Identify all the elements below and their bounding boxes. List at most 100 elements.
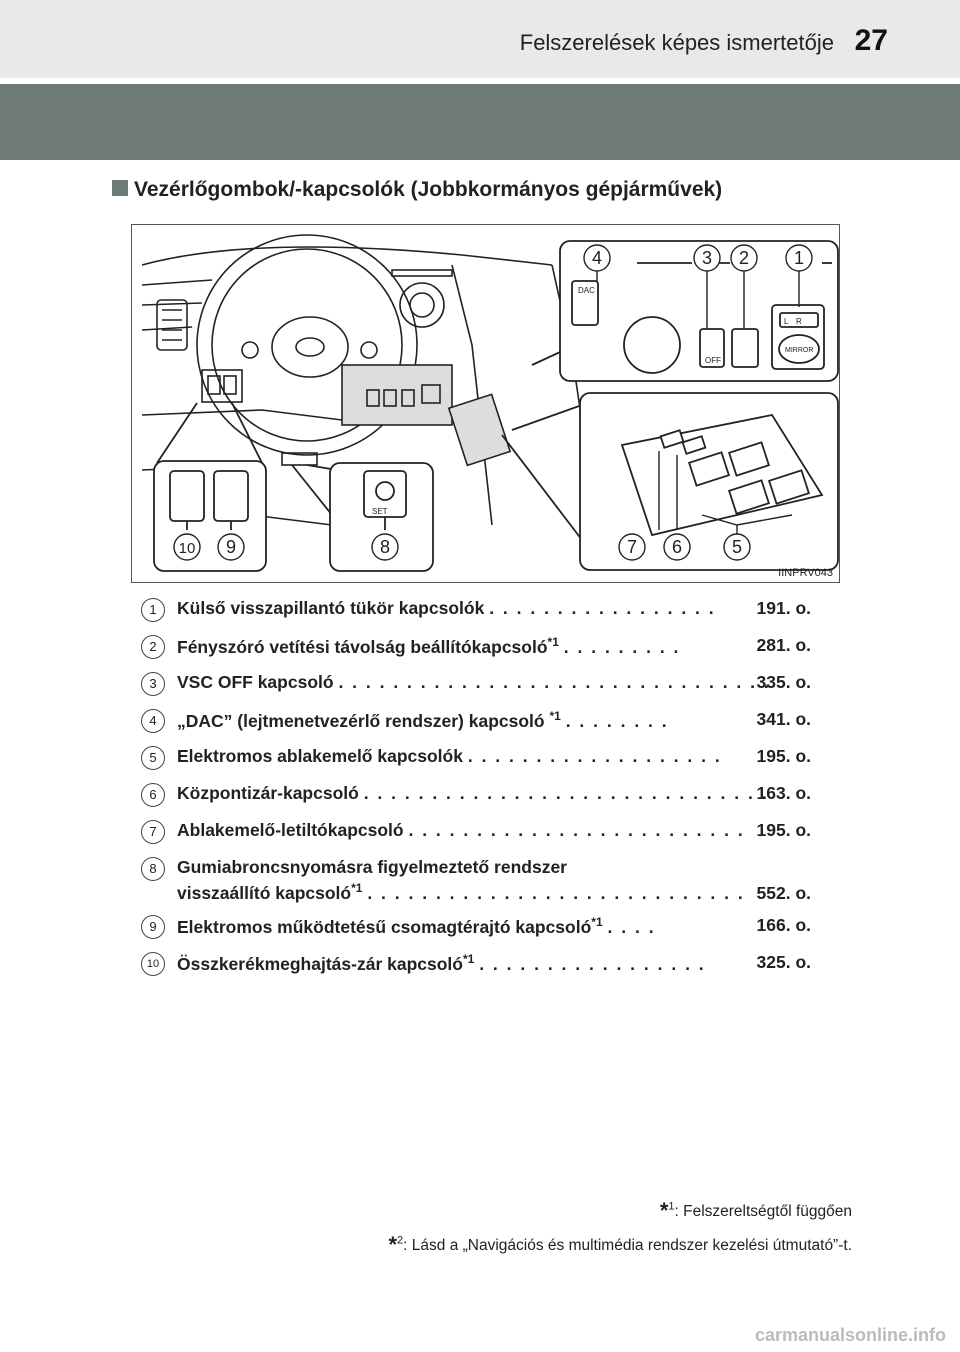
svg-text:9: 9 bbox=[226, 537, 236, 557]
callout-10: 10 bbox=[173, 533, 201, 561]
controls-list: 1 Külső visszapillantó tükör kapcsolók .… bbox=[141, 596, 821, 987]
footnote-number: 2 bbox=[397, 1234, 404, 1247]
item-text-line2: visszaállító kapcsoló bbox=[177, 882, 352, 903]
power-tailgate-switch bbox=[213, 470, 249, 522]
dashboard-line bbox=[141, 246, 553, 266]
list-item: 10 Összkerékmeghajtás-zár kapcsoló*1 . .… bbox=[141, 950, 821, 987]
item-number: 6 bbox=[141, 783, 165, 807]
leader-dots: . . . . . . . . . . . . . . . . . . . . … bbox=[363, 783, 769, 803]
item-text: Központizár-kapcsoló bbox=[177, 783, 359, 803]
tpws-set-label: SET bbox=[372, 507, 388, 516]
callout-4: 4 bbox=[583, 244, 611, 272]
item-text: Ablakemelő-letiltókapcsoló bbox=[177, 820, 404, 840]
dac-label: DAC bbox=[578, 286, 595, 295]
page-header bbox=[0, 0, 960, 78]
list-item: 3 VSC OFF kapcsoló . . . . . . . . . . .… bbox=[141, 670, 821, 707]
callout-1: 1 bbox=[785, 244, 813, 272]
footnote-ref: *1 bbox=[462, 952, 475, 966]
vsc-off-label: OFF bbox=[705, 356, 721, 365]
callout-8: 8 bbox=[371, 533, 399, 561]
dac-switch bbox=[571, 280, 599, 326]
svg-text:4: 4 bbox=[592, 248, 602, 268]
footnotes: *1: Felszereltségtől függően *2: Lásd a … bbox=[388, 1196, 852, 1264]
window-switch bbox=[687, 451, 731, 487]
page-number: 27 bbox=[854, 24, 888, 57]
page-reference: 552. o. bbox=[756, 883, 811, 903]
leader-dots: . . . . . . . . . . . . . . . . . bbox=[479, 953, 706, 974]
list-item: 2 Fényszóró vetítési távolság beállítóka… bbox=[141, 633, 821, 670]
door-switch-panel bbox=[447, 393, 512, 467]
awd-lock-switch bbox=[169, 470, 205, 522]
callout-3: 3 bbox=[693, 244, 721, 272]
item-text: Összkerékmeghajtás-zár kapcsoló bbox=[177, 953, 463, 974]
figure-code: IINPRV043 bbox=[778, 567, 833, 579]
footnote-mark: * bbox=[388, 1232, 398, 1257]
footnote-number: 1 bbox=[668, 1200, 675, 1213]
page-reference: 195. o. bbox=[756, 820, 811, 840]
switch-cluster-console bbox=[341, 364, 453, 426]
svg-text:7: 7 bbox=[627, 537, 637, 557]
item-text: Elektromos működtetésű csomagtérajtó kap… bbox=[177, 916, 592, 937]
mirror-l-label: L bbox=[784, 317, 789, 326]
item-text: Külső visszapillantó tükör kapcsolók bbox=[177, 598, 485, 618]
switch-cluster-small bbox=[201, 369, 243, 403]
running-header-title: Felszerelések képes ismertetője bbox=[519, 30, 834, 55]
page-reference: 325. o. bbox=[756, 952, 811, 972]
page-reference: 341. o. bbox=[756, 709, 811, 729]
callout-6: 6 bbox=[663, 533, 691, 561]
list-item: 5 Elektromos ablakemelő kapcsolók . . . … bbox=[141, 744, 821, 781]
leader-dots: . . . . bbox=[607, 916, 656, 937]
page-reference: 166. o. bbox=[756, 915, 811, 935]
item-text: Gumiabroncsnyomásra figyelmeztető rendsz… bbox=[177, 857, 567, 877]
footnote-text: : Lásd a „Navigációs és multimédia rends… bbox=[403, 1237, 852, 1254]
list-item: 8 Gumiabroncsnyomásra figyelmeztető rend… bbox=[141, 855, 821, 913]
callout-5: 5 bbox=[723, 533, 751, 561]
item-number: 4 bbox=[141, 709, 165, 733]
item-number: 7 bbox=[141, 820, 165, 844]
door-lock-switch bbox=[659, 429, 685, 449]
item-number: 3 bbox=[141, 672, 165, 696]
steering-wheel bbox=[196, 234, 418, 456]
watermark: carmanualsonline.info bbox=[754, 1325, 946, 1345]
tpws-location bbox=[281, 452, 318, 466]
mirror-r-label: R bbox=[796, 317, 802, 326]
list-item: 4 „DAC” (lejtmenetvezérlő rendszer) kapc… bbox=[141, 707, 821, 744]
list-item: 1 Külső visszapillantó tükör kapcsolók .… bbox=[141, 596, 821, 633]
controls-illustration: DAC OFF L R MIRROR bbox=[131, 224, 840, 583]
callout-9: 9 bbox=[217, 533, 245, 561]
svg-text:1: 1 bbox=[794, 248, 804, 268]
footnote-mark: * bbox=[659, 1198, 669, 1223]
page-reference: 195. o. bbox=[756, 746, 811, 766]
svg-text:8: 8 bbox=[380, 537, 390, 557]
leader-dots: . . . . . . . . bbox=[565, 710, 669, 731]
svg-text:3: 3 bbox=[702, 248, 712, 268]
page-reference: 335. o. bbox=[756, 672, 811, 692]
svg-text:2: 2 bbox=[739, 248, 749, 268]
svg-text:6: 6 bbox=[672, 537, 682, 557]
item-number: 2 bbox=[141, 635, 165, 659]
vsc-off-switch bbox=[699, 328, 725, 368]
leader-dots: . . . . . . . . . . . . . . . . . . . . … bbox=[338, 672, 771, 692]
gauge bbox=[399, 282, 445, 328]
steering-hub bbox=[271, 316, 349, 378]
window-lock-switch bbox=[681, 435, 707, 455]
leader-dots: . . . . . . . . . . . . . . . . . bbox=[489, 598, 716, 618]
footnote-1: *1: Felszereltségtől függően bbox=[388, 1196, 852, 1223]
leader-dots: . . . . . . . . . . . . . . . . . . . . … bbox=[408, 820, 745, 840]
inset-top bbox=[559, 240, 839, 382]
mirror-label: MIRROR bbox=[785, 347, 813, 354]
item-text: „DAC” (lejtmenetvezérlő rendszer) kapcso… bbox=[177, 710, 545, 731]
leader-dots: . . . . . . . . . . . . . . . . . . . . … bbox=[367, 882, 745, 903]
knob bbox=[623, 316, 681, 374]
svg-text:10: 10 bbox=[179, 540, 196, 557]
item-text: VSC OFF kapcsoló bbox=[177, 672, 334, 692]
footnote-ref: *1 bbox=[547, 635, 559, 649]
header-band bbox=[0, 84, 960, 160]
footnote-ref: *1 bbox=[549, 709, 561, 723]
footnote-ref: *1 bbox=[591, 915, 603, 929]
callout-2: 2 bbox=[730, 244, 758, 272]
section-title-text: Vezérlőgombok/-kapcsolók (Jobbkormányos … bbox=[134, 178, 723, 201]
section-marker-icon bbox=[112, 180, 128, 197]
item-number: 10 bbox=[141, 952, 165, 976]
list-item: 9 Elektromos működtetésű csomagtérajtó k… bbox=[141, 913, 821, 950]
